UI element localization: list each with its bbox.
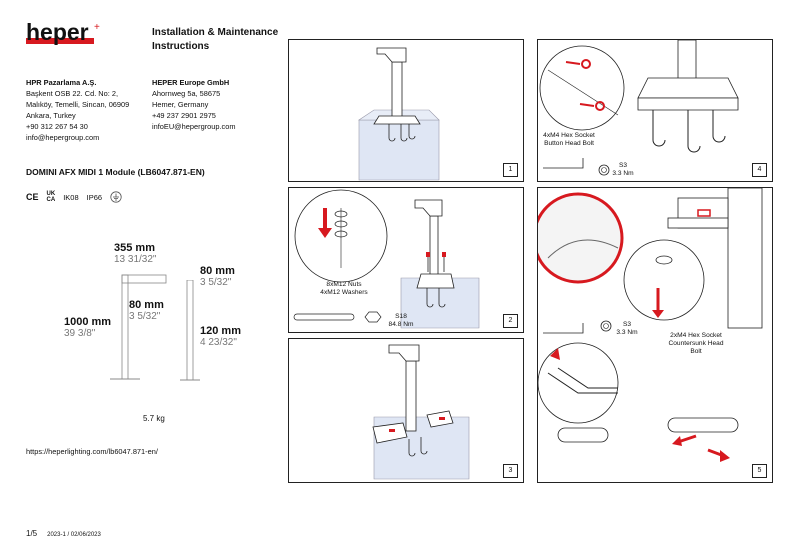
step-4-illustration: [539, 40, 739, 176]
dim-width: 355 mm 13 31/32": [114, 242, 157, 265]
address-heper-europe: HEPER Europe GmbH Ahornweg 5a, 58675 Hem…: [152, 78, 236, 131]
page-number: 1/5: [26, 529, 38, 538]
version-date: 2023-1 / 02/06/2023: [47, 532, 101, 538]
step-number: 1: [503, 163, 518, 177]
product-url[interactable]: https://heperlighting.com/lb6047.871-en/: [26, 447, 158, 456]
address-hpr: HPR Pazarlama A.Ş. Başkent OSB 22. Cd. N…: [26, 78, 130, 142]
page-footer: 1/5 2023-1 / 02/06/2023: [26, 529, 101, 538]
svg-text:+: +: [94, 22, 100, 33]
step-3-illustration: [372, 344, 470, 480]
product-title: DOMINI AFX MIDI 1 Module (LB6047.871-EN): [26, 167, 205, 177]
step-number: 3: [503, 464, 518, 478]
step-number: 5: [752, 464, 767, 478]
dim-base: 120 mm 4 23/32": [200, 325, 241, 348]
ce-mark: CE: [26, 192, 39, 202]
document-title: Installation & Maintenance Instructions: [152, 27, 279, 52]
ip-rating: IP66: [86, 192, 103, 202]
step-1-panel: 1: [288, 39, 524, 182]
weight-label: 5.7 kg: [143, 414, 165, 423]
dim-head-depth: 80 mm 3 5/32": [129, 299, 164, 322]
product-front-drawing: [180, 280, 200, 381]
earth-symbol-icon: [110, 191, 122, 203]
step-number: 2: [503, 314, 518, 328]
step-1-illustration: [358, 47, 440, 181]
step-number: 4: [752, 163, 767, 177]
step-5-illustration: [538, 188, 763, 462]
logo-text: heper: [26, 22, 89, 45]
dim-side-width: 80 mm 3 5/32": [200, 265, 235, 288]
step-2-illustration: [293, 189, 480, 329]
ik-rating: IK08: [63, 192, 79, 202]
heper-logo: heper +: [26, 19, 104, 52]
product-side-drawing: [110, 274, 167, 380]
step-3-panel: 3: [288, 338, 524, 483]
dim-height: 1000 mm 39 3/8": [64, 316, 112, 339]
